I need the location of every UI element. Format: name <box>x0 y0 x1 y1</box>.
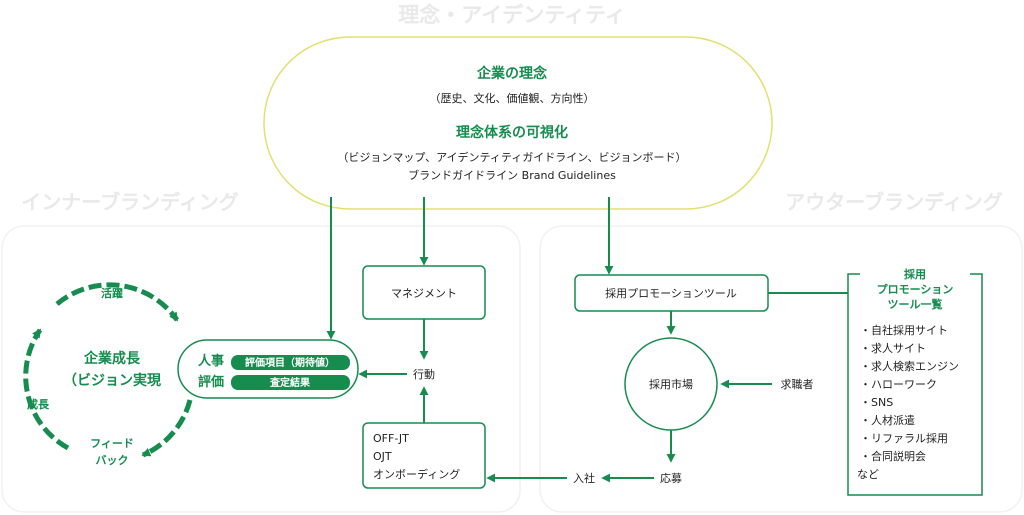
section-label-right: アウターブランディング <box>785 190 1002 214</box>
promo-tool-label: 採用プロモーションツール <box>605 286 737 300</box>
training-offjt: OFF-JT <box>373 432 409 445</box>
training-ojt: OJT <box>373 450 392 463</box>
tool-list-item: ・求人検索エンジン <box>860 359 959 373</box>
inner-branding-panel <box>1 225 521 513</box>
tool-list-item: ・人材派遣 <box>860 413 915 427</box>
tool-list-item: ・合同説明会 <box>860 449 926 463</box>
hr-item-2: 査定結果 <box>269 376 311 389</box>
philosophy-title: 企業の理念 <box>476 65 548 82</box>
cycle-feedback-2: バック <box>96 454 129 467</box>
visualization-line2: ブランドガイドライン Brand Guidelines <box>408 168 616 182</box>
cycle-growth: 成長 <box>27 397 50 411</box>
cycle-arc-left <box>23 328 70 451</box>
tool-list-item: ・SNS <box>860 396 893 409</box>
tool-list-title-3: ツール一覧 <box>888 297 943 311</box>
growth-cycle <box>23 282 193 458</box>
tool-list-title-1: 採用 <box>904 267 926 281</box>
cycle-arc-right <box>141 399 193 458</box>
tool-list-item: ・自社採用サイト <box>860 323 948 337</box>
management-label: マネジメント <box>391 287 457 300</box>
action-label: 行動 <box>413 367 435 381</box>
tool-list-item: ・求人サイト <box>860 342 926 355</box>
cycle-center-1: 企業成長 <box>83 350 141 367</box>
training-onboarding: オンボーディング <box>373 467 460 481</box>
job-seeker-label: 求職者 <box>781 378 814 391</box>
hr-item-badge-1 <box>231 355 350 370</box>
tool-list-item: など <box>857 468 879 481</box>
recruitment-market-label: 採用市場 <box>649 377 693 391</box>
cycle-active: 活躍 <box>101 286 123 300</box>
outer-branding-panel <box>539 225 1023 513</box>
cycle-feedback-1: フィード <box>90 437 134 450</box>
visualization-title: 理念体系の可視化 <box>456 124 568 141</box>
tool-list-item: ・リファラル採用 <box>860 431 948 445</box>
cycle-center-2: （ビジョン実現 <box>63 372 161 389</box>
section-label-left: インナーブランディング <box>21 190 238 214</box>
hr-item-badge-2 <box>231 375 350 390</box>
apply-label: 応募 <box>660 471 682 485</box>
join-label: 入社 <box>573 471 595 485</box>
tool-list-item: ・ハローワーク <box>860 378 937 391</box>
cycle-arc-top <box>55 282 180 322</box>
philosophy-pill <box>263 36 773 210</box>
philosophy-subtitle: （歴史、文化、価値観、方向性） <box>430 91 595 105</box>
visualization-line1: （ビジョンマップ、アイデンティティガイドライン、ビジョンボード） <box>337 150 686 164</box>
hr-item-1: 評価項目（期待値） <box>245 356 335 369</box>
training-box <box>362 422 486 489</box>
tool-list-bracket <box>847 273 983 496</box>
hr-label-2: 評価 <box>198 374 224 390</box>
section-label-top: 理念・アイデンティティ <box>398 3 625 27</box>
hr-label-1: 人事 <box>198 353 224 369</box>
tool-list-title-2: プロモーション <box>877 282 954 296</box>
